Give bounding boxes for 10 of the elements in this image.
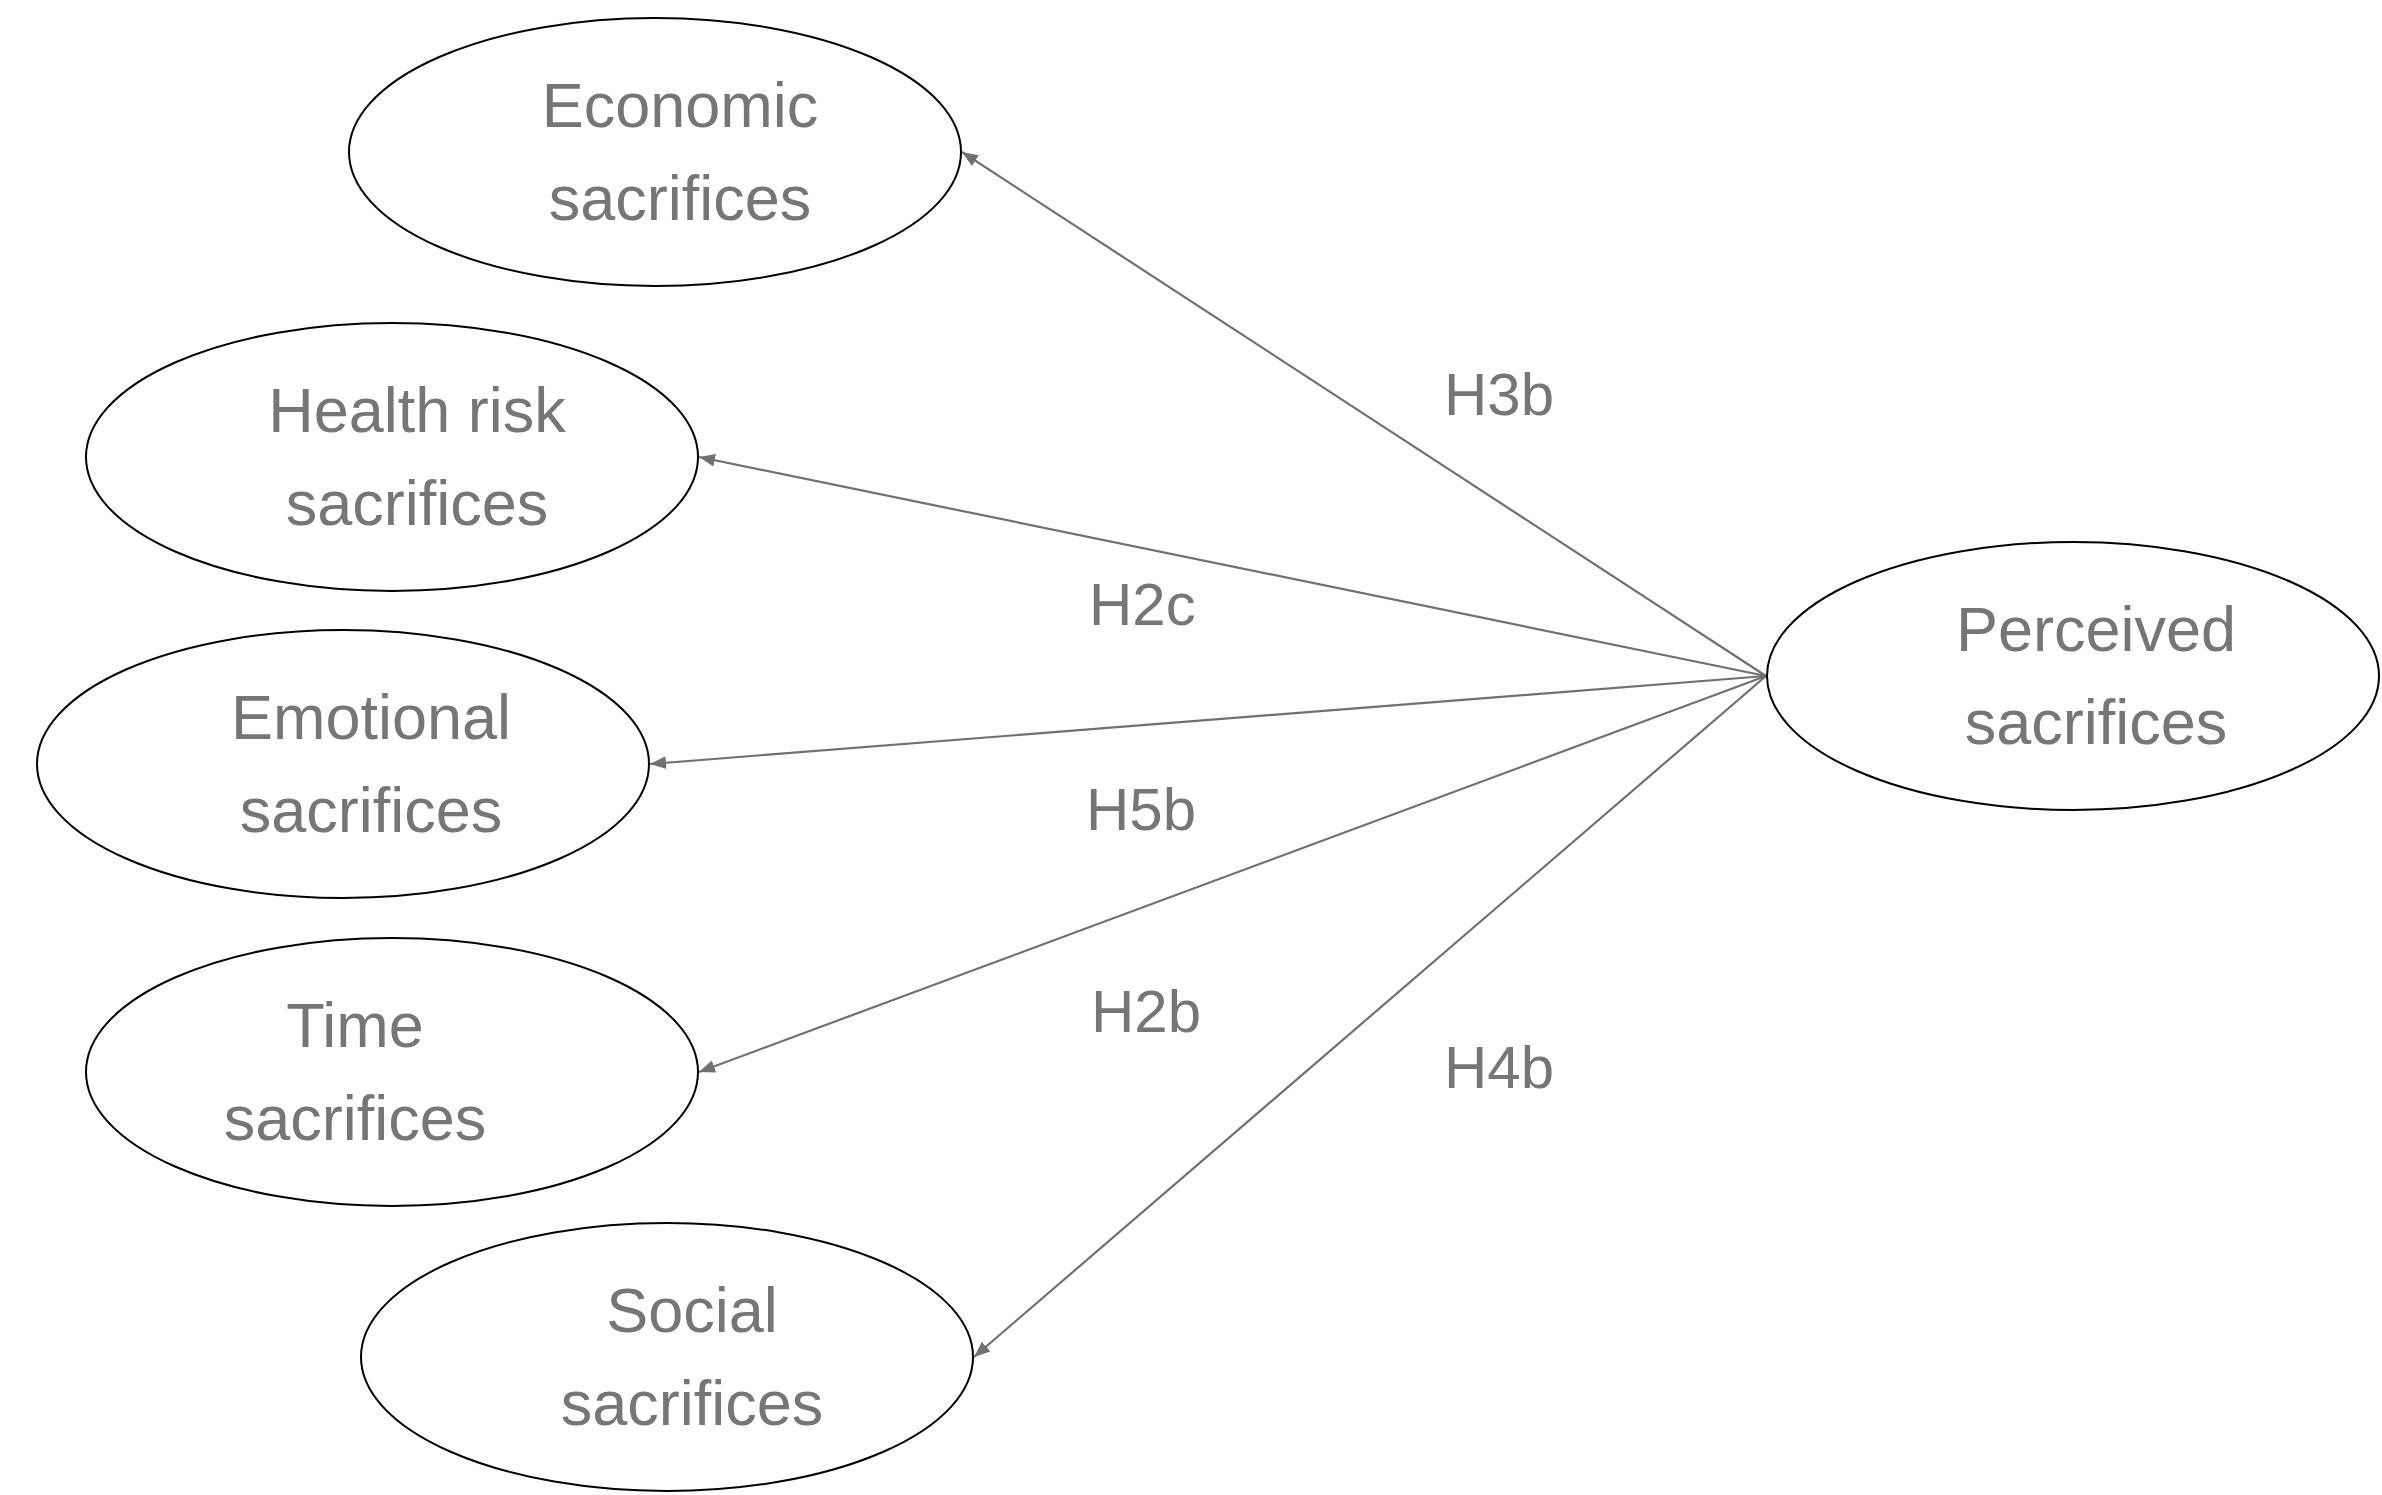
arrow — [961, 151, 1767, 677]
construct-label: Social sacrifices — [559, 1274, 825, 1440]
arrow — [698, 453, 1767, 678]
arrow — [698, 674, 1767, 1074]
construct-label: Emotional sacrifices — [229, 681, 513, 847]
construct-label: Time sacrifices — [222, 989, 488, 1155]
construct-label: Perceived sacrifices — [1954, 593, 2238, 759]
construct-label: Economic sacrifices — [540, 69, 820, 235]
construct-label: Health risk sacrifices — [267, 374, 567, 540]
arrow — [973, 675, 1767, 1358]
